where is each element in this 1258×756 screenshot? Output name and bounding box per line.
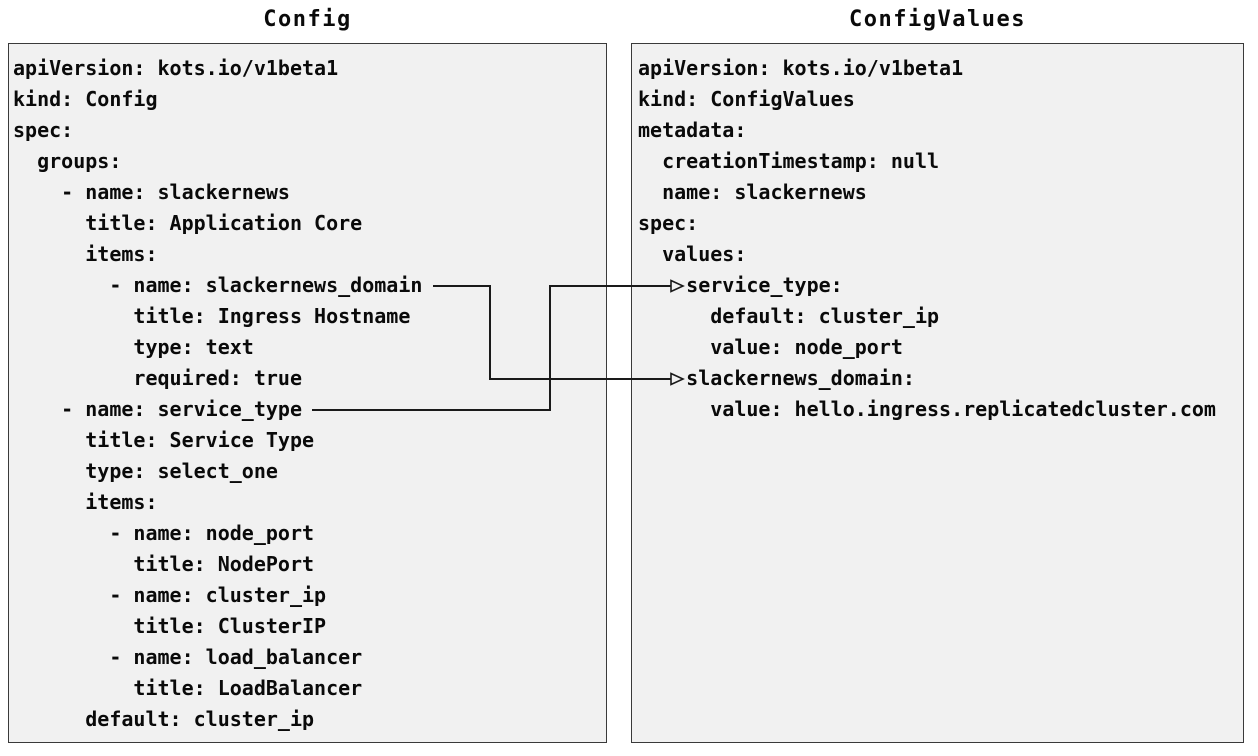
configvalues-panel: apiVersion: kots.io/v1beta1 kind: Config… [631, 43, 1244, 743]
configvalues-yaml-text: apiVersion: kots.io/v1beta1 kind: Config… [638, 56, 1216, 421]
config-panel: apiVersion: kots.io/v1beta1 kind: Config… [8, 43, 607, 743]
config-panel-title: Config [263, 7, 352, 32]
configvalues-panel-title: ConfigValues [849, 7, 1026, 32]
config-yaml-text: apiVersion: kots.io/v1beta1 kind: Config… [13, 56, 423, 731]
